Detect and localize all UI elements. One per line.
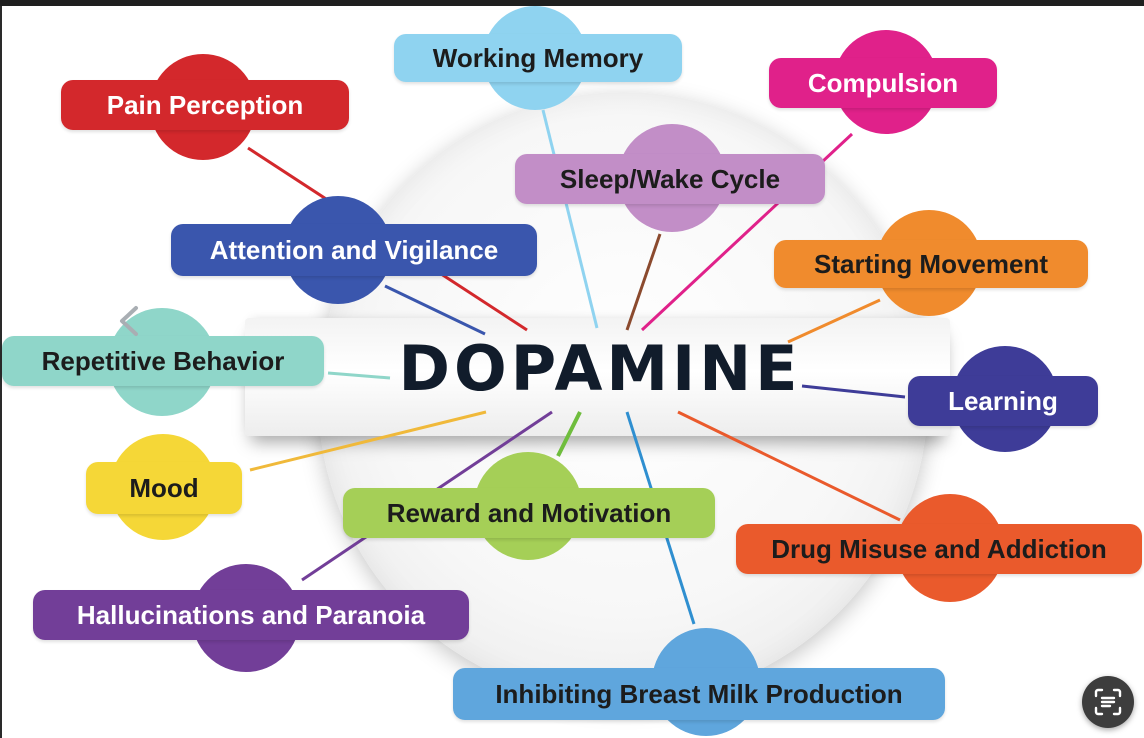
- node-starting-movement-label: Starting Movement: [774, 240, 1088, 288]
- connector-drug-misuse: [677, 410, 901, 522]
- node-hallucinations-paranoia-label: Hallucinations and Paranoia: [33, 590, 469, 640]
- node-pain-perception-label: Pain Perception: [61, 80, 349, 130]
- node-breast-milk-production-label: Inhibiting Breast Milk Production: [453, 668, 945, 720]
- node-sleep-wake-cycle-label: Sleep/Wake Cycle: [515, 154, 825, 204]
- connector-reward: [556, 411, 582, 457]
- connector-sleep-wake: [625, 233, 662, 331]
- top-bar: [0, 0, 1144, 6]
- node-learning-label: Learning: [908, 376, 1098, 426]
- connector-attention: [384, 284, 486, 336]
- visual-search-icon: [1094, 688, 1122, 716]
- connector-learning: [801, 384, 906, 399]
- visual-search-button[interactable]: [1082, 676, 1134, 728]
- connector-starting-movement: [787, 298, 881, 344]
- chevron-left-icon[interactable]: [110, 302, 148, 340]
- node-mood-label: Mood: [86, 462, 242, 514]
- chevron-left-icon-glyph: [120, 306, 138, 336]
- left-edge: [0, 6, 2, 738]
- node-reward-motivation-label: Reward and Motivation: [343, 488, 715, 538]
- node-attention-vigilance-label: Attention and Vigilance: [171, 224, 537, 276]
- node-working-memory-label: Working Memory: [394, 34, 682, 82]
- connector-working-memory: [541, 109, 599, 329]
- center-title: DOPAMINE: [398, 332, 802, 405]
- connector-mood: [249, 410, 487, 472]
- node-repetitive-behavior-label: Repetitive Behavior: [2, 336, 324, 386]
- connector-repetitive: [327, 371, 391, 380]
- node-drug-misuse-addiction-label: Drug Misuse and Addiction: [736, 524, 1142, 574]
- node-compulsion-label: Compulsion: [769, 58, 997, 108]
